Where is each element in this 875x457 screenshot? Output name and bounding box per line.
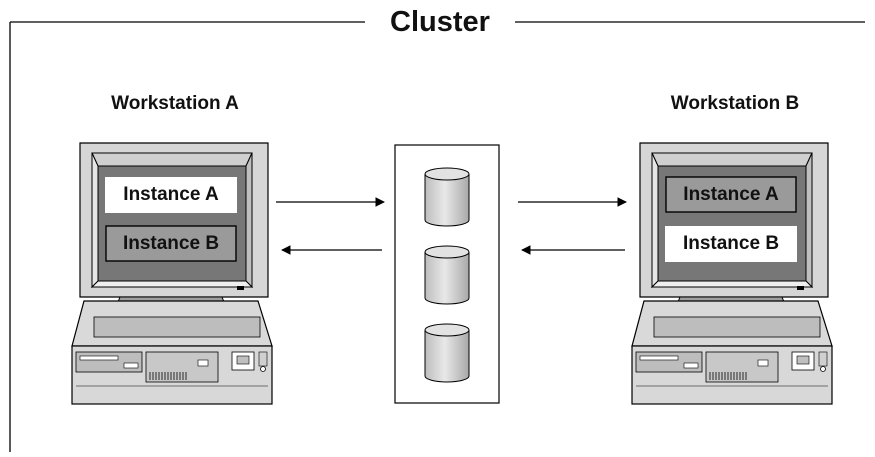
- cluster-title: Cluster: [370, 2, 510, 42]
- disk-icon: [424, 323, 470, 383]
- ws-b-instance-a-label: Instance A: [683, 184, 779, 205]
- ws-b-instance-a-box: [665, 176, 797, 213]
- workstation-a-label: Workstation A: [111, 93, 239, 114]
- ws-a-instance-a-label: Instance A: [123, 184, 219, 205]
- computer-base-icon: [71, 300, 273, 405]
- workstation-b-label: Workstation B: [670, 93, 800, 114]
- ws-a-instance-b-label: Instance B: [122, 233, 220, 254]
- ws-b-instance-b-label: Instance B: [682, 233, 780, 254]
- ws-a-instance-b-box: [105, 225, 237, 262]
- cluster-boundary: [9, 21, 865, 452]
- computer-base-icon: [631, 300, 833, 405]
- ws-a-instance-a-box: [105, 177, 237, 213]
- shared-storage: [394, 144, 500, 404]
- ws-b-instance-b-box: [665, 226, 797, 262]
- disk-icon: [424, 245, 470, 305]
- disk-icon: [424, 167, 470, 227]
